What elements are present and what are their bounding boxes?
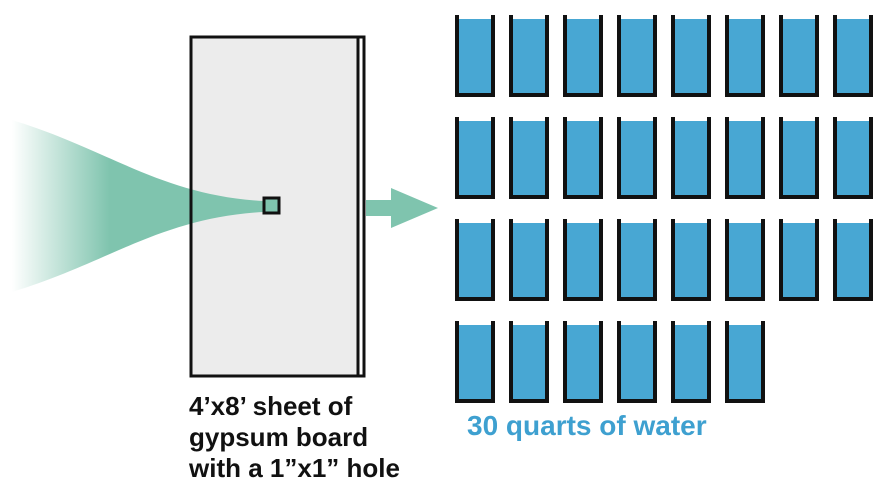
cup-water-fill [675, 223, 707, 297]
water-cup [725, 321, 765, 403]
air-jet-cone [12, 120, 263, 292]
cup-water-fill [621, 325, 653, 399]
water-cup [833, 15, 873, 97]
cup-water-fill [783, 223, 815, 297]
cup-water-fill [459, 325, 491, 399]
water-cup [563, 117, 603, 199]
cup-water-fill [567, 223, 599, 297]
water-cup [509, 117, 549, 199]
water-cup [617, 117, 657, 199]
water-cup [509, 15, 549, 97]
cup-water-fill [729, 325, 761, 399]
board-caption: 4’x8’ sheet of gypsum board with a 1”x1”… [189, 391, 400, 484]
cup-water-fill [621, 223, 653, 297]
cup-water-fill [783, 121, 815, 195]
water-cup [455, 219, 495, 301]
cup-water-fill [675, 325, 707, 399]
cup-water-fill [675, 19, 707, 93]
water-cup [725, 219, 765, 301]
cup-water-fill [783, 19, 815, 93]
board-caption-line: gypsum board [189, 422, 369, 452]
cup-water-fill [567, 19, 599, 93]
right-arrow-icon [366, 188, 438, 228]
water-cup [725, 15, 765, 97]
cup-water-fill [729, 121, 761, 195]
water-cup [455, 321, 495, 403]
cup-water-fill [459, 19, 491, 93]
water-cup [833, 117, 873, 199]
cup-water-fill [837, 19, 869, 93]
water-cup [617, 219, 657, 301]
water-cup [617, 15, 657, 97]
cup-water-fill [837, 121, 869, 195]
water-cup [671, 219, 711, 301]
cup-water-fill [513, 223, 545, 297]
water-cup [779, 15, 819, 97]
water-cup [509, 219, 549, 301]
cup-water-fill [459, 223, 491, 297]
cup-water-fill [621, 19, 653, 93]
cup-water-fill [459, 121, 491, 195]
cup-water-fill [513, 325, 545, 399]
board-caption-line: 4’x8’ sheet of [189, 391, 353, 421]
water-cup [563, 15, 603, 97]
cup-row [455, 321, 873, 403]
cup-water-fill [513, 19, 545, 93]
water-cup [455, 117, 495, 199]
water-cup [617, 321, 657, 403]
cup-water-fill [837, 223, 869, 297]
board-caption-line: with a 1”x1” hole [189, 453, 400, 483]
cup-row [455, 219, 873, 301]
cup-grid [455, 15, 873, 403]
water-cup [725, 117, 765, 199]
cup-water-fill [513, 121, 545, 195]
cup-row [455, 117, 873, 199]
cup-water-fill [567, 325, 599, 399]
water-cup [779, 117, 819, 199]
water-cup [671, 321, 711, 403]
water-cup [563, 219, 603, 301]
cup-water-fill [621, 121, 653, 195]
board-hole-square [262, 196, 281, 215]
cup-row [455, 15, 873, 97]
water-caption: 30 quarts of water [467, 410, 707, 441]
water-cup [563, 321, 603, 403]
gypsum-board-border-overlay [189, 35, 360, 378]
water-cup [833, 219, 873, 301]
water-cup [509, 321, 549, 403]
cup-water-fill [675, 121, 707, 195]
water-cup [671, 15, 711, 97]
cup-water-fill [567, 121, 599, 195]
cup-water-fill [729, 19, 761, 93]
water-cup [779, 219, 819, 301]
water-cup [455, 15, 495, 97]
water-cup [671, 117, 711, 199]
cup-water-fill [729, 223, 761, 297]
